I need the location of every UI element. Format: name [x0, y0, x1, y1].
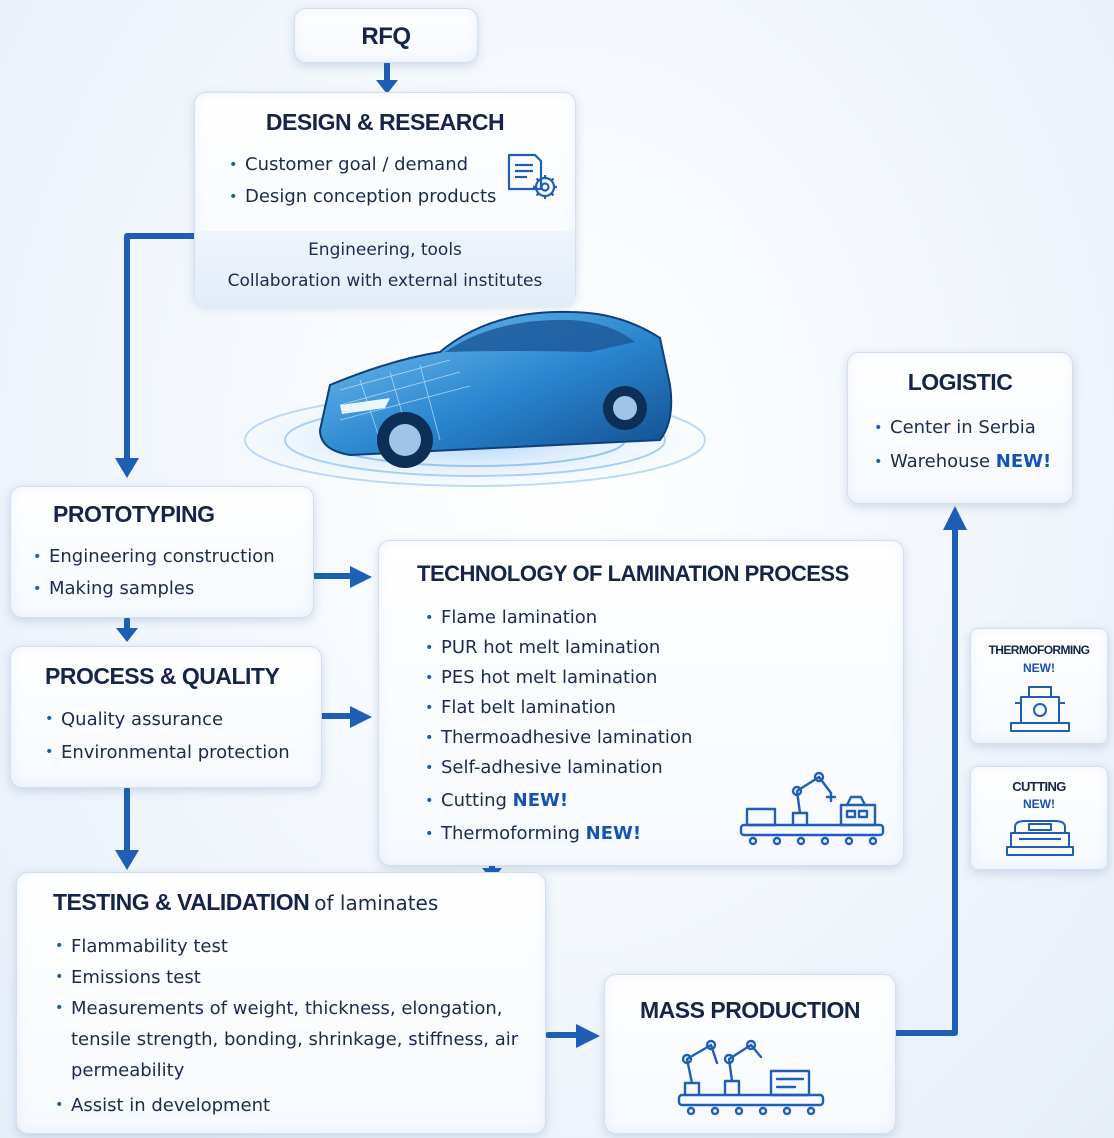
process-quality-box: PROCESS & QUALITY Quality assurance Envi… — [10, 646, 322, 788]
list-item: Emissions test — [53, 962, 518, 993]
testing-validation-title: TESTING & VALIDATION — [53, 889, 310, 915]
list-item: Engineering construction — [31, 541, 275, 573]
testing-validation-subtitle: of laminates — [314, 891, 439, 915]
rfq-box: RFQ — [294, 8, 478, 63]
warehouse-label: Warehouse — [890, 451, 991, 472]
technology-box: TECHNOLOGY OF LAMINATION PROCESS Flame l… — [378, 540, 904, 866]
prototyping-title: PROTOTYPING — [53, 501, 215, 527]
robot-arm-conveyor-icon — [677, 1039, 825, 1115]
list-item: PUR hot melt lamination — [423, 633, 692, 663]
list-item: Cutting NEW! — [423, 786, 692, 816]
list-item: Thermoforming NEW! — [423, 819, 692, 849]
list-item: PES hot melt lamination — [423, 663, 692, 693]
measurements-line: Measurements of weight, thickness, elong… — [71, 998, 503, 1019]
thermoforming-card: THERMOFORMING NEW! — [970, 628, 1108, 744]
process-quality-list: Quality assurance Environmental protecti… — [43, 703, 290, 769]
design-extra-line: Engineering, tools — [308, 240, 462, 260]
design-research-extra: Engineering, tools Collaboration with ex… — [195, 231, 575, 307]
testing-validation-heading: TESTING & VALIDATION of laminates — [53, 889, 438, 916]
robot-arm-production-icon — [739, 771, 885, 846]
testing-validation-list: Flammability test Emissions test Measure… — [53, 931, 518, 1121]
list-item: Quality assurance — [43, 703, 290, 736]
new-badge: NEW! — [1023, 661, 1055, 675]
thermoforming-label: Thermoforming — [441, 823, 580, 844]
list-item: Customer goal / demand — [227, 149, 496, 181]
list-item: Flammability test — [53, 931, 518, 962]
prototyping-list: Engineering construction Making samples — [31, 541, 275, 605]
list-item: Flat belt lamination — [423, 693, 692, 723]
list-item: Measurements of weight, thickness, elong… — [53, 993, 518, 1086]
new-badge: NEW! — [512, 790, 569, 811]
design-research-list: Customer goal / demand Design conception… — [227, 149, 496, 213]
thermoforming-card-title: THERMOFORMING — [988, 643, 1090, 657]
technology-list: Flame lamination PUR hot melt lamination… — [423, 603, 692, 849]
design-research-title: DESIGN & RESEARCH — [265, 109, 505, 135]
measurements-line: tensile strength, bonding, shrinkage, st… — [71, 1029, 519, 1050]
technology-title: TECHNOLOGY OF LAMINATION PROCESS — [417, 561, 849, 586]
list-item: Making samples — [31, 573, 275, 605]
cutting-machine-icon — [1006, 820, 1074, 856]
list-item: Assist in development — [53, 1090, 518, 1121]
list-item: Environmental protection — [43, 736, 290, 769]
design-extra-line: Collaboration with external institutes — [227, 271, 543, 291]
mass-production-box: MASS PRODUCTION — [604, 974, 896, 1134]
logistic-box: LOGISTIC Center in Serbia Warehouse NEW! — [847, 352, 1073, 504]
testing-validation-box: TESTING & VALIDATION of laminates Flamma… — [16, 872, 546, 1134]
cutting-label: Cutting — [441, 790, 507, 811]
list-item: Warehouse NEW! — [872, 445, 1051, 479]
car-illustration — [190, 290, 750, 500]
new-badge: NEW! — [585, 823, 642, 844]
list-item: Design conception products — [227, 181, 496, 213]
rfq-title: RFQ — [361, 23, 411, 50]
list-item: Thermoadhesive lamination — [423, 723, 692, 753]
list-item: Center in Serbia — [872, 411, 1051, 445]
process-quality-title: PROCESS & QUALITY — [45, 663, 280, 689]
document-gear-icon — [507, 153, 557, 199]
cutting-card: CUTTING NEW! — [970, 766, 1108, 870]
logistic-title: LOGISTIC — [907, 369, 1013, 395]
new-badge: NEW! — [995, 451, 1052, 472]
new-badge: NEW! — [1023, 797, 1055, 811]
list-item: Self-adhesive lamination — [423, 753, 692, 783]
sports-car-icon — [205, 310, 745, 498]
design-research-box: DESIGN & RESEARCH Customer goal / demand… — [194, 92, 576, 307]
measurements-line: permeability — [71, 1060, 185, 1081]
mass-production-title: MASS PRODUCTION — [640, 997, 860, 1023]
thermoforming-machine-icon — [1010, 686, 1070, 732]
cutting-card-title: CUTTING — [1012, 779, 1066, 794]
list-item: Flame lamination — [423, 603, 692, 633]
logistic-list: Center in Serbia Warehouse NEW! — [872, 411, 1051, 479]
prototyping-box: PROTOTYPING Engineering construction Mak… — [10, 486, 314, 618]
